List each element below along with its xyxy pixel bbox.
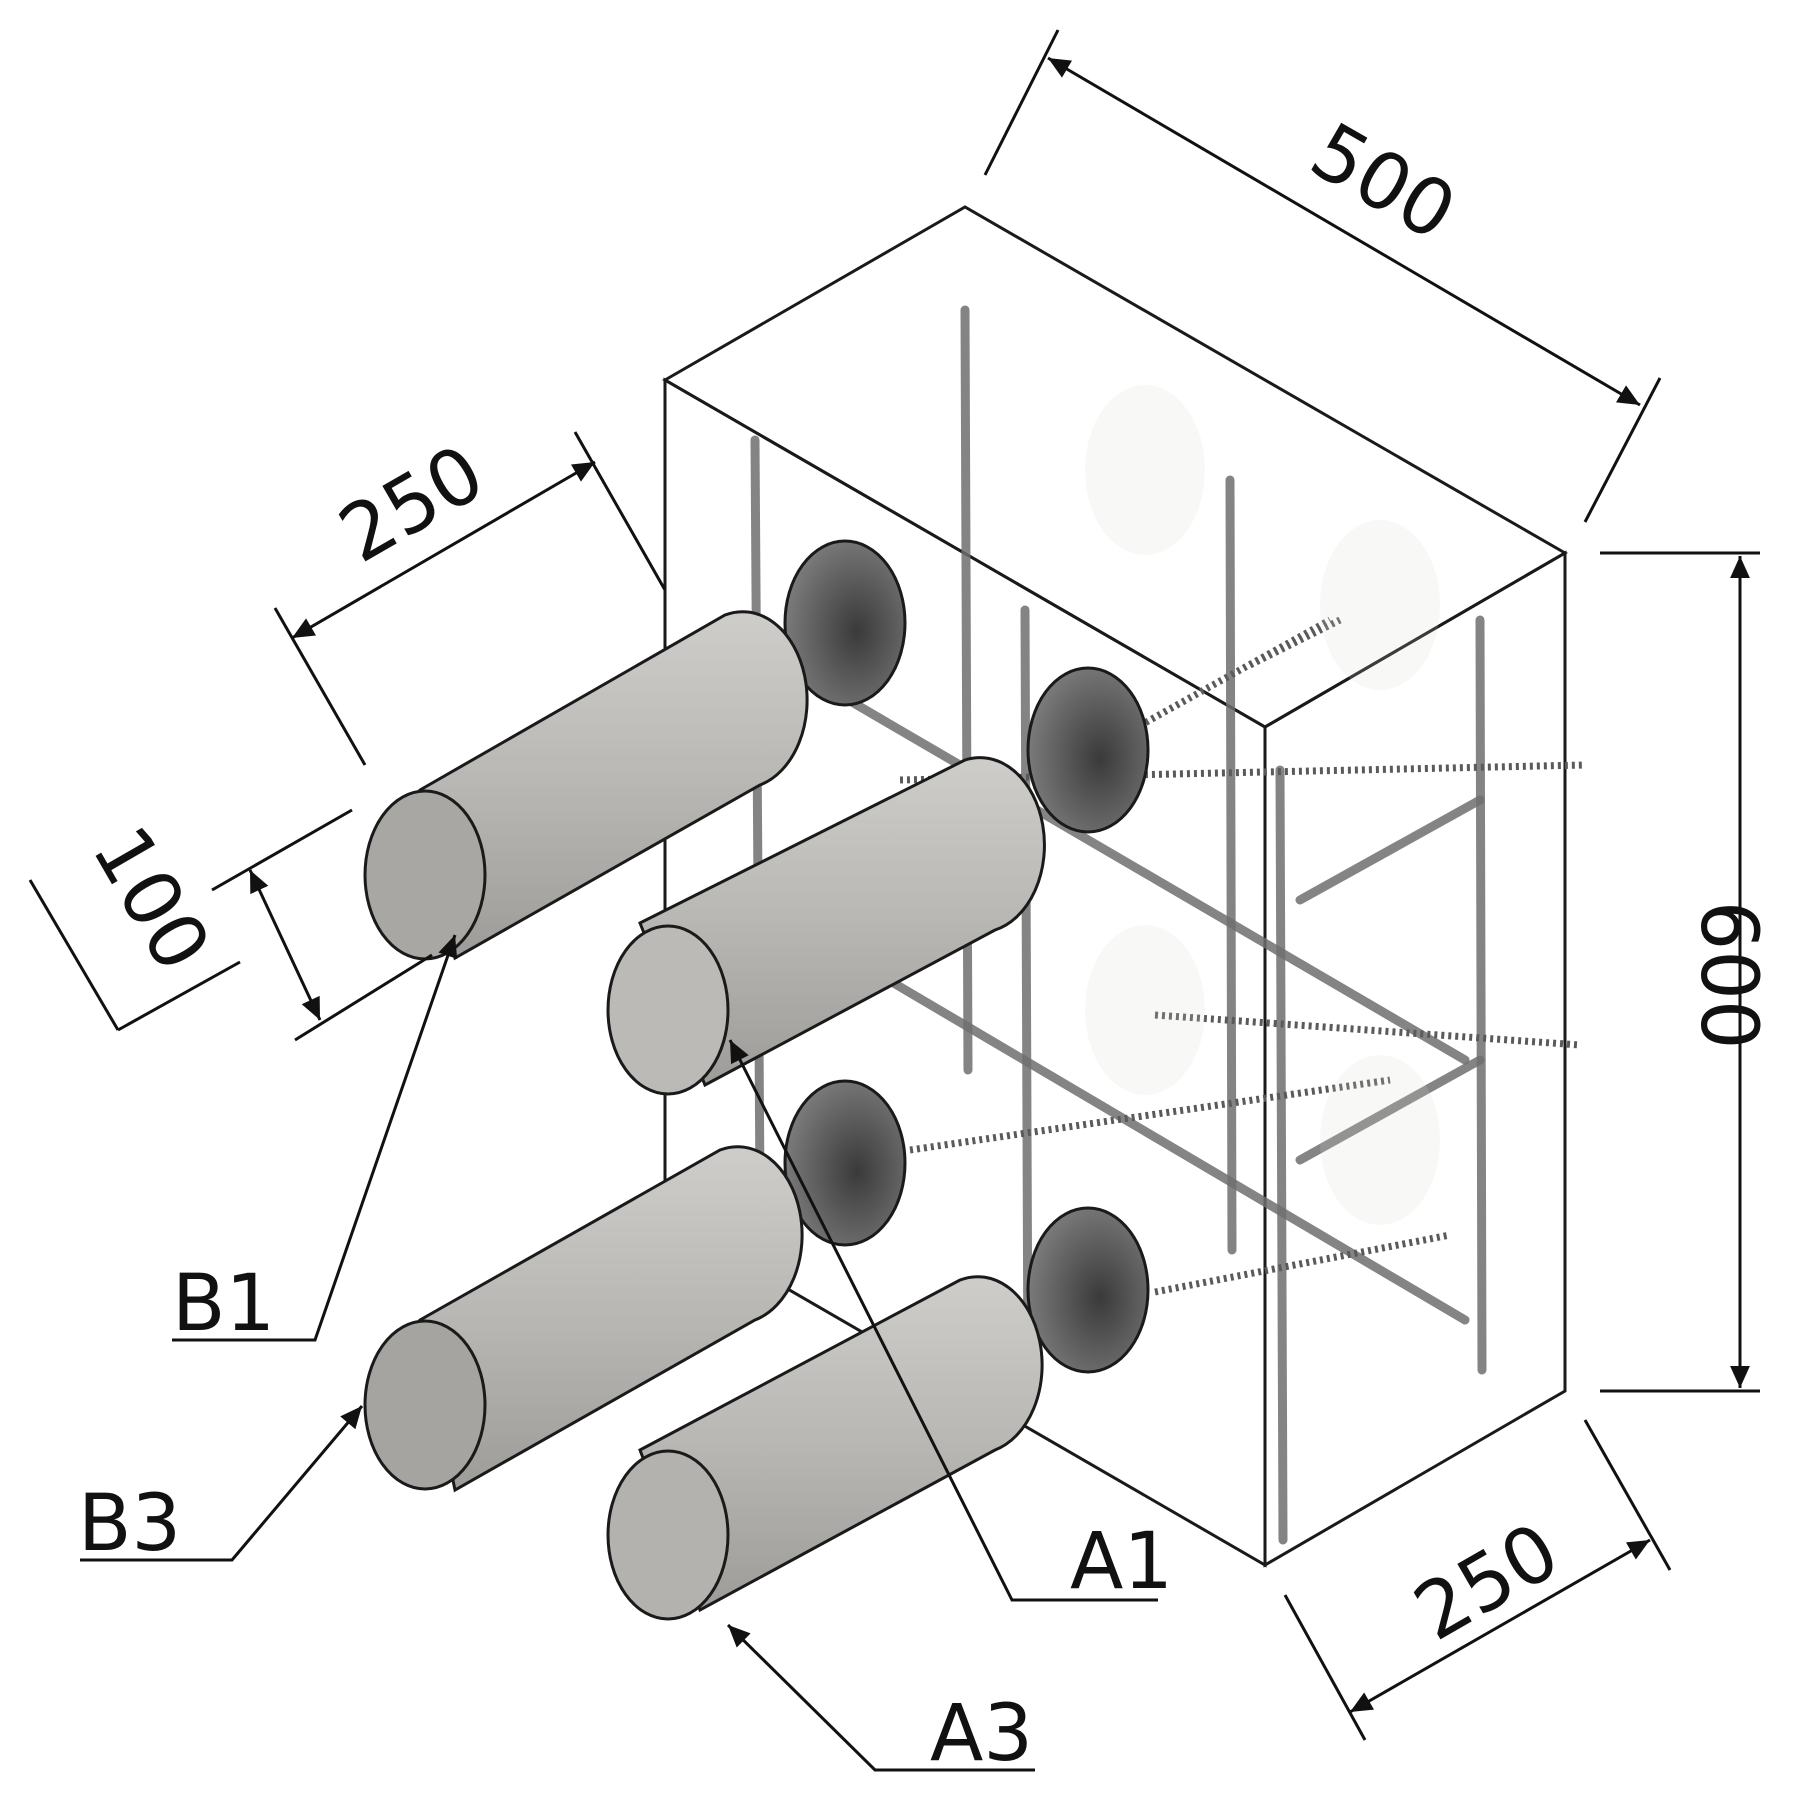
- label-b3: B3: [78, 1405, 364, 1569]
- dimension-250-depth: 250: [1283, 1419, 1672, 1741]
- label-b1-text: B1: [172, 1259, 275, 1349]
- label-a3: A3: [726, 1623, 1035, 1779]
- dimension-600-label: 600: [1683, 901, 1773, 1050]
- hole-lower-left: [783, 1079, 907, 1247]
- dimension-600: 600: [1600, 551, 1773, 1393]
- label-a3-text: A3: [930, 1689, 1033, 1779]
- dimension-100-label: 100: [74, 812, 226, 986]
- core-a3: [606, 1275, 1044, 1621]
- dimension-250-core-label: 250: [325, 428, 499, 580]
- label-a1-text: A1: [1070, 1517, 1173, 1607]
- dimension-250-depth-label: 250: [1400, 1506, 1574, 1658]
- hole-upper-left: [783, 539, 907, 707]
- core-b3: [363, 1145, 804, 1493]
- core-a1: [606, 756, 1046, 1096]
- dimension-500-label: 500: [1296, 106, 1470, 258]
- concrete-block: [662, 205, 1586, 1568]
- hole-lower-right: [1026, 1206, 1150, 1374]
- embedded-cores: [1085, 385, 1440, 1225]
- core-holes: [783, 539, 1150, 1374]
- block-side-face: [1263, 550, 1567, 1568]
- label-b3-text: B3: [78, 1479, 181, 1569]
- label-b1: B1: [172, 934, 458, 1349]
- hole-upper-right: [1026, 666, 1150, 834]
- label-a1: A1: [728, 1039, 1173, 1607]
